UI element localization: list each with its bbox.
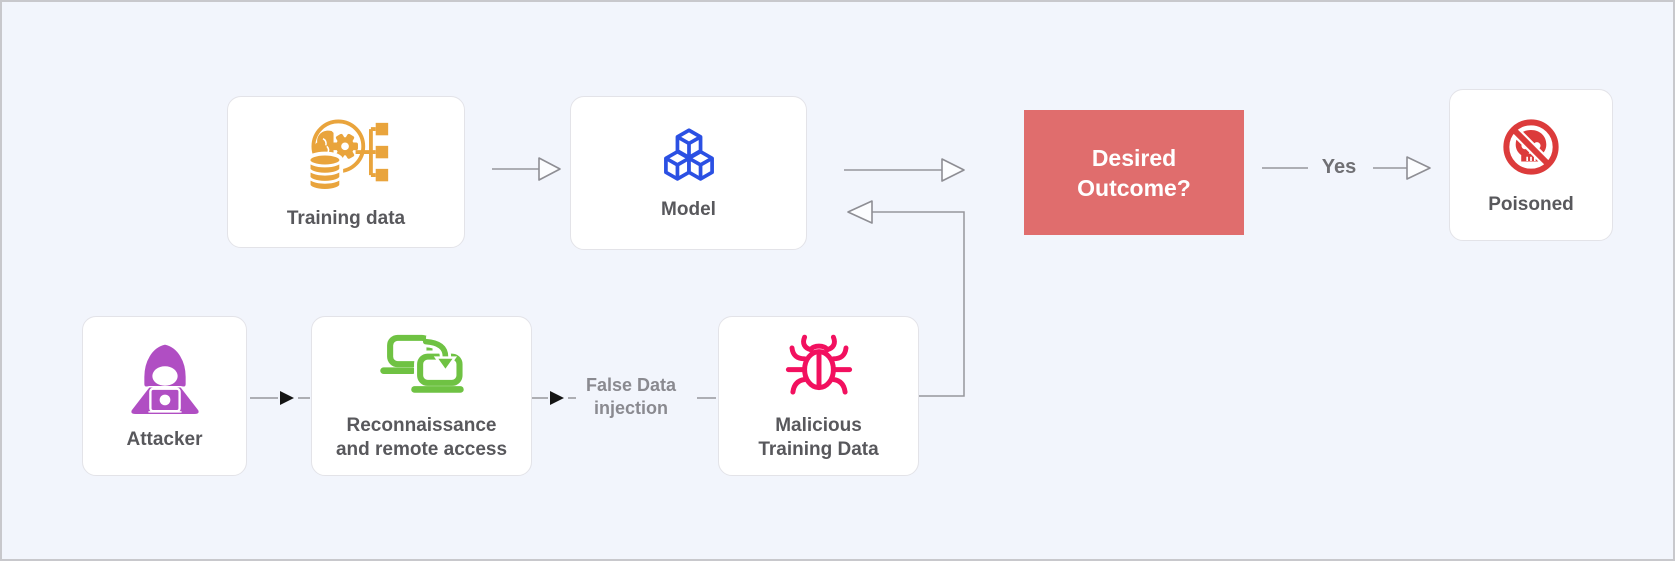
node-label: Attacker xyxy=(126,429,203,450)
edge-label-yes: Yes xyxy=(1321,156,1357,178)
node-malicious-training-data: Malicious Training Data xyxy=(718,316,919,476)
arrow-training-to-model xyxy=(492,157,561,181)
node-label: Reconnaissance and remote access xyxy=(335,415,508,460)
node-label: Poisoned xyxy=(1488,194,1574,215)
remote-access-devices-icon xyxy=(377,330,467,402)
training-data-icon xyxy=(300,113,392,195)
node-model: Model xyxy=(570,96,807,250)
node-attacker: Attacker xyxy=(82,316,247,476)
node-poisoned: Poisoned xyxy=(1449,89,1613,241)
model-cubes-icon xyxy=(656,124,722,186)
edge-label-false-data-injection: False Data injection xyxy=(585,375,677,418)
decision-label: Desired Outcome? xyxy=(1077,144,1191,201)
hooded-attacker-icon xyxy=(124,340,206,416)
arrow-model-to-outcome xyxy=(844,158,965,182)
node-training-data: Training data xyxy=(227,96,465,248)
arrow-attacker-to-recon xyxy=(250,391,310,405)
node-reconnaissance: Reconnaissance and remote access xyxy=(311,316,532,476)
node-label: Malicious Training Data xyxy=(758,415,879,460)
node-desired-outcome: Desired Outcome? xyxy=(1024,110,1244,235)
prohibited-skull-icon xyxy=(1497,113,1565,181)
bug-icon xyxy=(781,330,857,402)
node-label: Model xyxy=(661,199,716,220)
node-label: Training data xyxy=(286,208,406,229)
